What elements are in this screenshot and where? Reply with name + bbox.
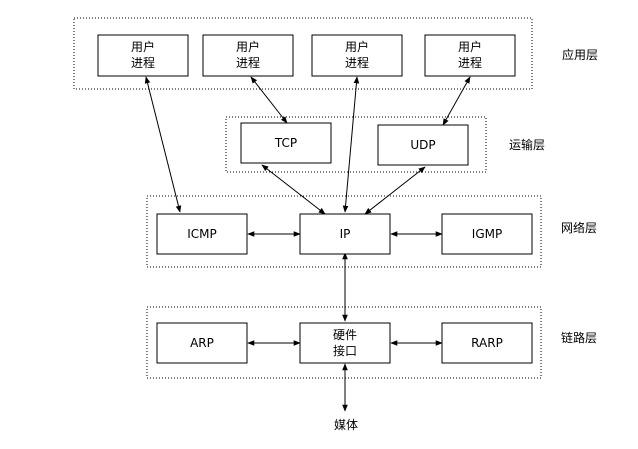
link-layer-group — [146, 306, 542, 379]
user-process-1: 用户 进程 — [97, 34, 189, 77]
igmp-box: IGMP — [441, 213, 533, 255]
user-process-3-line2: 进程 — [345, 55, 369, 70]
application-layer-label: 应用层 — [562, 47, 598, 62]
user-process-4-line1: 用户 — [458, 39, 482, 54]
udp-box: UDP — [377, 124, 469, 166]
hardware-interface-box: 硬件 接口 — [299, 322, 391, 364]
media-label: 媒体 — [334, 418, 358, 432]
link-layer-label: 链路层 — [561, 330, 597, 345]
ip-box: IP — [299, 213, 391, 255]
arrow-udp-ip — [364, 166, 426, 215]
network-layer-group — [146, 195, 542, 268]
user-process-4-line2: 进程 — [458, 55, 482, 70]
icmp-box: ICMP — [156, 213, 248, 255]
hardware-interface-line2: 接口 — [333, 343, 357, 358]
arrow-tcp-ip — [261, 164, 326, 215]
transport-layer-label: 运输层 — [509, 137, 545, 152]
arp-label: ARP — [190, 336, 214, 350]
user-process-3-line1: 用户 — [345, 39, 369, 54]
user-process-1-line1: 用户 — [131, 39, 155, 54]
user-process-2-line2: 进程 — [236, 55, 260, 70]
arrow-app1-icmp — [144, 76, 182, 213]
application-layer-group — [73, 17, 533, 90]
user-process-2-line1: 用户 — [236, 39, 260, 54]
hardware-interface-line1: 硬件 — [333, 328, 357, 342]
arrow-app2-tcp — [250, 76, 288, 124]
ip-label: IP — [340, 227, 351, 241]
user-process-2: 用户 进程 — [202, 34, 294, 77]
tcp-label: TCP — [274, 136, 297, 150]
rarp-box: RARP — [441, 322, 533, 364]
user-process-3: 用户 进程 — [311, 34, 403, 77]
udp-label: UDP — [410, 138, 435, 152]
user-process-4: 用户 进程 — [424, 34, 516, 77]
arp-box: ARP — [156, 322, 248, 364]
icmp-label: ICMP — [187, 227, 217, 241]
network-layer-label: 网络层 — [561, 220, 597, 235]
arrow-app3-ip — [342, 76, 360, 213]
arrow-app4-udp — [442, 76, 471, 126]
igmp-label: IGMP — [472, 227, 502, 241]
tcp-box: TCP — [240, 122, 332, 164]
rarp-label: RARP — [471, 336, 503, 350]
user-process-1-line2: 进程 — [131, 55, 155, 70]
